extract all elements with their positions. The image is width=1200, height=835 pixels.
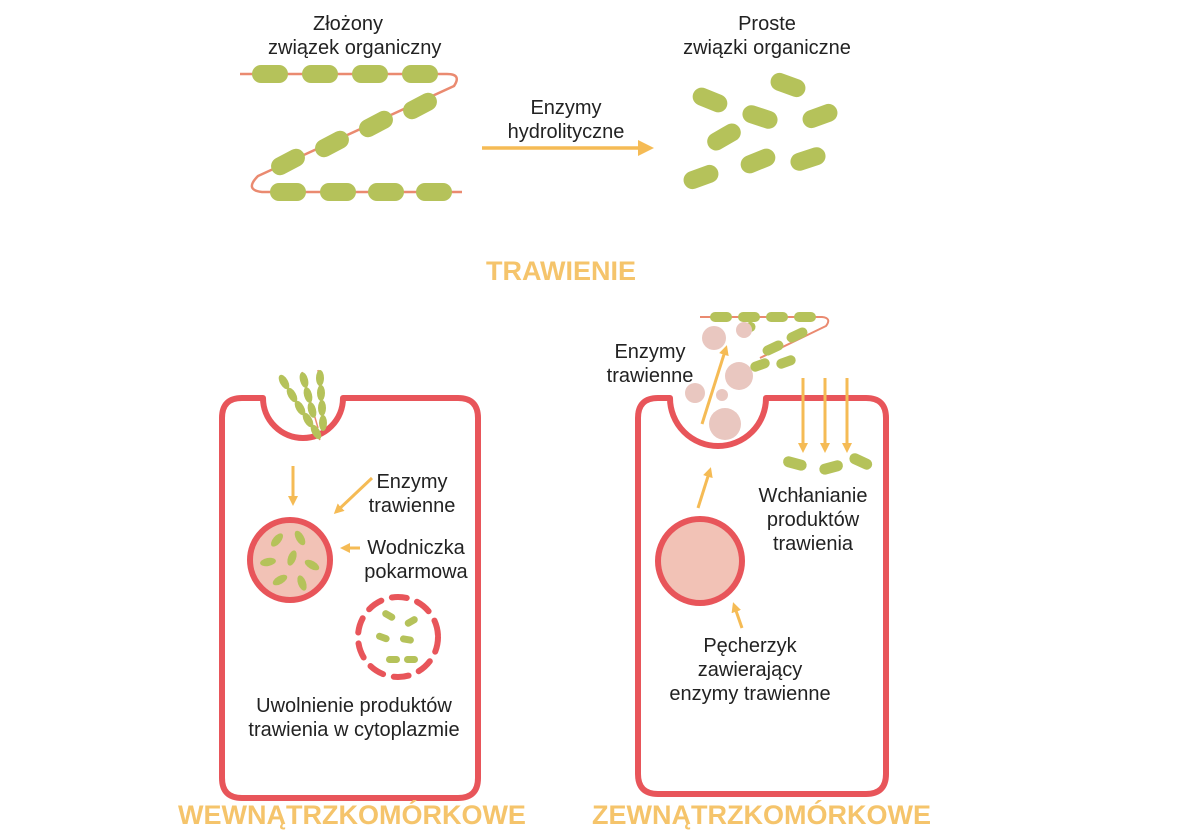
vesicle-label: Pęcherzyk zawierający enzymy trawienne bbox=[660, 634, 840, 706]
hydrolytic-label-line-1: Enzymy bbox=[530, 97, 602, 119]
simple-label-line-1: Proste bbox=[738, 13, 796, 35]
release-label-line-2: trawienia w cytoplazmie bbox=[248, 719, 460, 741]
monomer-units bbox=[252, 65, 452, 201]
hydrolytic-enzymes-label: Enzymy hydrolityczne bbox=[484, 96, 648, 144]
enzyme-vesicle bbox=[655, 516, 745, 606]
extracellular-cell bbox=[635, 312, 889, 797]
cell-membrane-right bbox=[635, 395, 889, 797]
released-products bbox=[376, 610, 418, 663]
hydrolytic-label-line-2: hydrolityczne bbox=[507, 121, 625, 143]
absorption-label: Wchłanianie produktów trawienia bbox=[748, 484, 878, 556]
vesicle-line-2: zawierający bbox=[697, 659, 803, 681]
absorption-line-1: Wchłanianie bbox=[758, 485, 868, 507]
digestion-title: TRAWIENIE bbox=[486, 256, 637, 286]
simple-compounds bbox=[683, 72, 838, 190]
ruptured-vacuole bbox=[355, 594, 441, 680]
vesicle-line-3: enzymy trawienne bbox=[669, 683, 831, 705]
cell-membrane-left bbox=[219, 395, 481, 801]
complex-compound bbox=[240, 65, 462, 201]
absorption-line-3: trawienia bbox=[772, 533, 854, 555]
extracellular-title: ZEWNĄTRZKOMÓRKOWE bbox=[592, 800, 931, 830]
extracellular-enzymes-label: Enzymy trawienne bbox=[595, 340, 705, 388]
polymer-chain bbox=[240, 72, 462, 194]
food-vacuole-label: Wodniczka pokarmowa bbox=[356, 536, 476, 584]
intracellular-enzymes-label: Enzymy trawienne bbox=[352, 470, 472, 518]
intra-enzymes-line-1: Enzymy bbox=[376, 471, 448, 493]
vacuole-label-line-2: pokarmowa bbox=[364, 561, 468, 583]
complex-compound-label: Złożony związek organiczny bbox=[268, 12, 442, 60]
vesicle-line-1: Pęcherzyk bbox=[703, 635, 797, 657]
vacuole-contents bbox=[260, 530, 320, 591]
intracellular-cell bbox=[219, 369, 481, 801]
complex-label-line-1: Złożony bbox=[312, 13, 384, 35]
partial-chain bbox=[700, 316, 830, 359]
intra-enzymes-line-2: trawienne bbox=[368, 495, 456, 517]
release-label-line-1: Uwolnienie produktów bbox=[256, 695, 452, 717]
simple-label-line-2: związki organiczne bbox=[683, 37, 851, 59]
release-products-label: Uwolnienie produktów trawienia w cytopla… bbox=[234, 694, 474, 742]
secreted-enzymes bbox=[685, 322, 753, 440]
absorption-line-2: produktów bbox=[766, 509, 860, 531]
absorbed-products bbox=[783, 453, 873, 475]
extra-enzymes-line-2: trawienne bbox=[606, 365, 694, 387]
simple-compounds-label: Proste związki organiczne bbox=[672, 12, 862, 60]
complex-label-line-2: związek organiczny bbox=[268, 37, 442, 59]
extra-enzymes-line-1: Enzymy bbox=[614, 341, 686, 363]
intracellular-title: WEWNĄTRZKOMÓRKOWE bbox=[178, 800, 526, 830]
vacuole-label-line-1: Wodniczka bbox=[367, 537, 465, 559]
